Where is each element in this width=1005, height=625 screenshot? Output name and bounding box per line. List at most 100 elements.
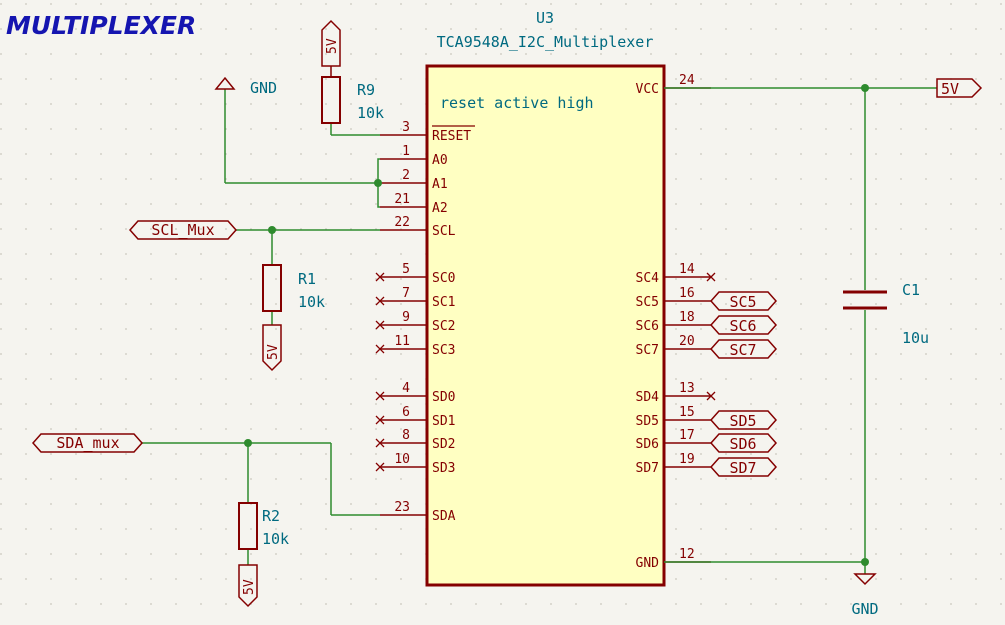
junction-dot <box>374 179 382 187</box>
pin-name: VCC <box>636 82 659 97</box>
pin-name: SD2 <box>432 437 455 452</box>
pin-number: 1 <box>402 144 410 159</box>
pin-name: SC4 <box>636 271 660 286</box>
ic-body <box>425 64 666 587</box>
gnd-symbol-top[interactable]: GND <box>214 76 277 97</box>
power-5v-vcc[interactable]: 5V <box>936 78 983 98</box>
net-label-text: SD5 <box>729 412 756 430</box>
net-label-shape <box>709 291 778 311</box>
net-label-sc7[interactable]: SC7 <box>709 339 778 359</box>
no-connect-mark <box>375 462 385 472</box>
net-label-shape <box>128 220 238 240</box>
no-connect-mark <box>375 391 385 401</box>
resistor-ref: R9 <box>357 81 375 99</box>
pin-number: 18 <box>679 310 695 325</box>
pin-number: 9 <box>402 310 410 325</box>
net-label-text: SC6 <box>729 317 756 335</box>
sheet-title: MULTIPLEXER <box>6 11 196 40</box>
pin-name: SC2 <box>432 319 455 334</box>
resistor-value: 10k <box>262 530 289 548</box>
pin-number: 14 <box>679 262 695 277</box>
pin-number: 16 <box>679 286 695 301</box>
resistor-ref: R1 <box>298 270 316 288</box>
resistor-value: 10k <box>357 104 384 122</box>
no-connect-mark <box>375 415 385 425</box>
pin-number: 17 <box>679 428 695 443</box>
pin-name: SC1 <box>432 295 455 310</box>
resistor-r1[interactable]: R1 10k <box>262 264 325 312</box>
net-label-sd6[interactable]: SD6 <box>709 433 778 453</box>
pin-name: SD5 <box>636 414 659 429</box>
net-label-sd5[interactable]: SD5 <box>709 410 778 430</box>
net-label-sda[interactable]: SDA_mux <box>31 433 144 453</box>
pin-name: SC5 <box>636 295 659 310</box>
pin-name: SD0 <box>432 390 455 405</box>
junction-dot <box>268 226 276 234</box>
gnd-symbol-bottom[interactable]: GND <box>851 573 879 618</box>
pin-name: SDA <box>432 509 456 524</box>
net-label-text: SD7 <box>729 459 756 477</box>
pin-name: SC7 <box>636 343 659 358</box>
capacitor-c1[interactable]: C1 10u <box>843 281 929 347</box>
net-label-shape <box>709 433 778 453</box>
net-label-text: SC5 <box>729 293 756 311</box>
pin-number: 10 <box>394 452 410 467</box>
ic-u3[interactable]: U3 TCA9548A_I2C_Multiplexer reset active… <box>375 9 716 587</box>
net-label-scl[interactable]: SCL_Mux <box>128 220 238 240</box>
pin-name: GND <box>636 556 660 571</box>
pin-number: 2 <box>402 168 410 183</box>
net-label-sc5[interactable]: SC5 <box>709 291 778 311</box>
ic-left-pins: 3RESET1A02A121A222SCL5SC07SC19SC211SC34S… <box>375 120 471 524</box>
junction-dot <box>861 84 869 92</box>
resistor-r9[interactable]: R9 10k <box>321 66 384 124</box>
pin-name: RESET <box>432 129 471 144</box>
net-label-sd7[interactable]: SD7 <box>709 457 778 477</box>
pin-number: 13 <box>679 381 695 396</box>
pin-number: 21 <box>394 192 410 207</box>
ic-pin-a0[interactable]: 1A0 <box>380 144 448 168</box>
power-5v-r1[interactable]: 5V <box>262 324 282 372</box>
ic-right-pins: 24VCC14SC416SC518SC620SC713SD415SD517SD6… <box>636 73 716 571</box>
no-connect-mark <box>375 272 385 282</box>
pin-name: SC6 <box>636 319 659 334</box>
pin-number: 3 <box>402 120 410 135</box>
resistor-r2[interactable]: R2 10k <box>238 502 289 550</box>
pin-number: 4 <box>402 381 410 396</box>
no-connect-mark <box>706 272 716 282</box>
power-5v-r9[interactable]: 5V <box>321 19 341 67</box>
gnd-label: GND <box>250 79 277 97</box>
power-label: 5V <box>941 80 959 98</box>
net-label-text: SD6 <box>729 435 756 453</box>
junctions <box>244 84 869 566</box>
no-connect-mark <box>375 296 385 306</box>
net-label-sc6[interactable]: SC6 <box>709 315 778 335</box>
power-flag-shape <box>238 564 258 608</box>
ic-pin-a1[interactable]: 2A1 <box>380 168 448 192</box>
no-connect-mark <box>375 344 385 354</box>
pin-number: 11 <box>394 334 410 349</box>
power-5v-r2[interactable]: 5V <box>238 564 258 608</box>
power-flag-shape <box>936 78 983 98</box>
